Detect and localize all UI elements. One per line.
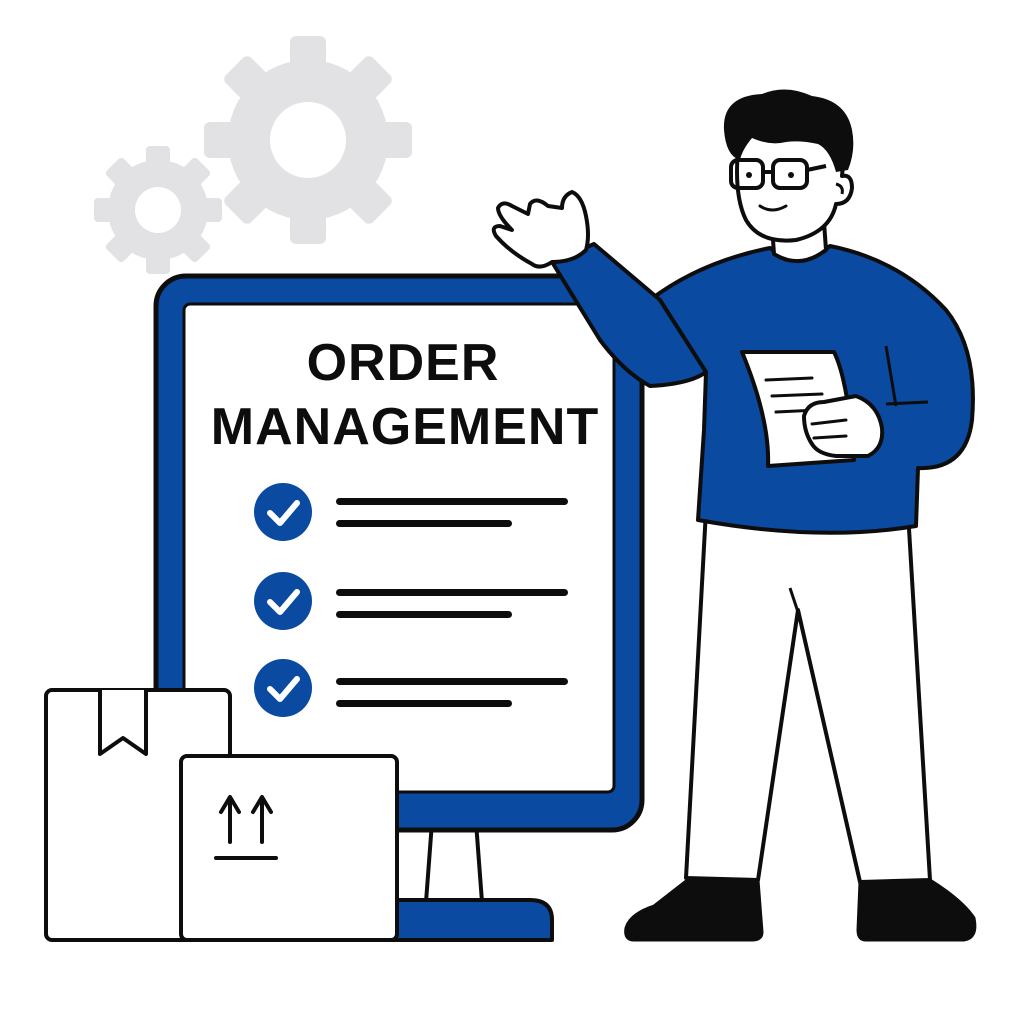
check-icon	[254, 659, 312, 717]
package-box-front	[179, 754, 399, 942]
large-gear-icon	[204, 36, 412, 244]
this-side-up-icon	[214, 795, 278, 860]
monitor-stand	[368, 820, 554, 942]
small-gear-icon	[94, 146, 222, 274]
checklist-item	[254, 572, 568, 630]
person-holding-hand	[802, 394, 885, 458]
text-placeholder-line	[336, 498, 568, 505]
check-icon	[254, 572, 312, 630]
text-placeholder-line	[336, 700, 512, 707]
screen-title-line2: MANAGEMENT	[211, 398, 599, 456]
checklist	[254, 483, 568, 717]
glasses-icon	[729, 158, 827, 190]
person-raised-hand	[491, 190, 590, 269]
text-placeholder-line	[336, 520, 512, 527]
checklist-item	[254, 659, 568, 717]
screen-title-line1: ORDER	[307, 334, 500, 392]
person-head	[723, 89, 854, 263]
check-icon	[254, 483, 312, 541]
package-tape	[98, 690, 148, 756]
person-shoes	[624, 870, 977, 942]
checklist-item	[254, 483, 568, 541]
text-placeholder-line	[336, 678, 568, 685]
hair	[723, 89, 854, 172]
person-pants	[684, 508, 932, 884]
text-placeholder-line	[336, 611, 512, 618]
text-placeholder-line	[336, 589, 568, 596]
